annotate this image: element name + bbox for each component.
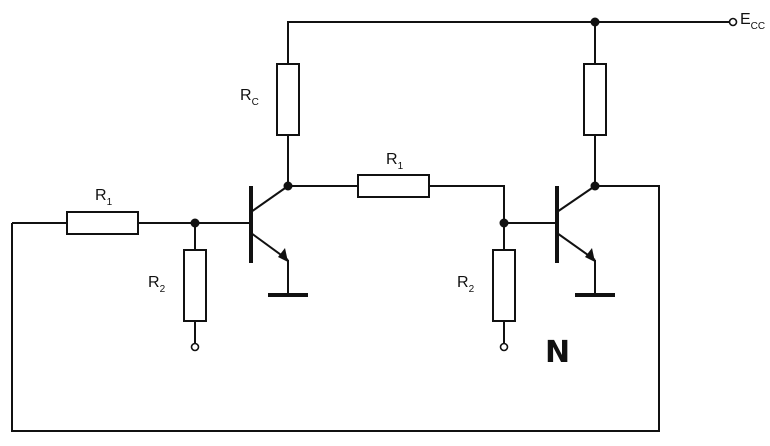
transistor-right-collector [556,185,596,213]
transistor-left-emitter-arrow [278,248,288,262]
r1-middle-label: R1 [386,151,404,172]
supply-terminal [728,17,738,27]
junction-left-base [190,218,200,228]
gate-letter: N [545,335,570,370]
resistor-r1-middle [357,174,430,198]
r2-left-label: R2 [148,274,166,295]
supply-rail [287,21,730,64]
resistor-r2-left [183,249,207,322]
resistor-rc-right [583,63,607,136]
resistor-r2-right [492,249,516,322]
junction-right-base [499,218,509,228]
resistor-r1-left [66,211,139,235]
rc-left-label: RC [240,87,259,108]
r2-right-label: R2 [457,274,475,295]
junction-left-collector [283,181,293,191]
transistor-right-emitter-arrow [585,248,595,262]
r2-right-terminal [499,342,509,352]
junction-supply [590,17,600,27]
r2-left-terminal [190,342,200,352]
middle-r1-right-lead [429,185,505,223]
junction-right-collector [590,181,600,191]
feedback-wire [11,185,660,432]
supply-label: ECC [740,11,765,32]
r1-left-label: R1 [95,187,113,208]
resistor-rc-left [276,63,300,136]
transistor-left-collector [250,185,289,213]
